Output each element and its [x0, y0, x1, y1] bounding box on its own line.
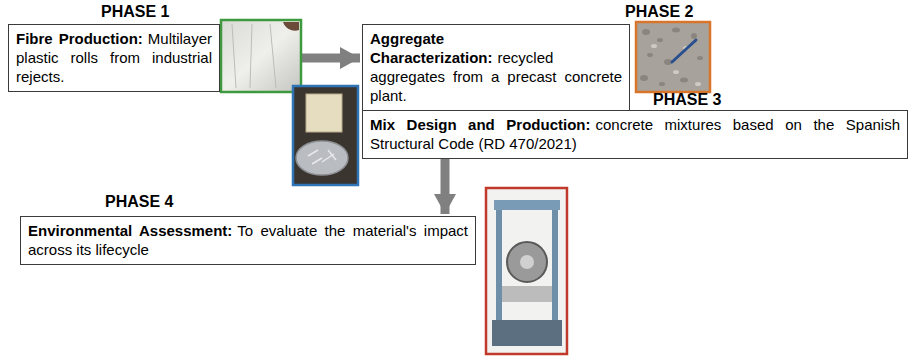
- box-title: Environmental Assessment:: [28, 222, 232, 239]
- box-paragraph: Aggregate Characterization:recycled aggr…: [370, 29, 622, 105]
- process-box: PHASE 3Mix Design and Production:concret…: [362, 110, 908, 159]
- specimen-photo: [293, 86, 358, 185]
- process-box: PHASE 4Environmental Assessment:To evalu…: [20, 216, 476, 265]
- process-box: PHASE 2Aggregate Characterization:recycl…: [362, 24, 630, 111]
- phase-heading: PHASE 4: [105, 193, 173, 211]
- box-paragraph: Environmental Assessment:To evaluate the…: [28, 221, 468, 259]
- process-box: PHASE 1Fibre Production:Multilayer plast…: [8, 24, 220, 92]
- box-title: Mix Design and Production:: [370, 116, 590, 133]
- box-paragraph: Mix Design and Production:concrete mixtu…: [370, 115, 900, 153]
- box-paragraph: Fibre Production:Multilayer plastic roll…: [16, 29, 212, 86]
- plastic-photo: [221, 20, 301, 92]
- machine-photo: [486, 188, 567, 354]
- aggregate-photo: [636, 22, 710, 92]
- flow-arrow: [441, 159, 450, 214]
- phase-heading: PHASE 3: [653, 91, 721, 109]
- box-title: Aggregate Characterization:: [370, 30, 493, 66]
- box-title: Fibre Production:: [16, 30, 143, 47]
- phase-heading: PHASE 2: [625, 3, 693, 21]
- phase-heading: PHASE 1: [101, 3, 169, 21]
